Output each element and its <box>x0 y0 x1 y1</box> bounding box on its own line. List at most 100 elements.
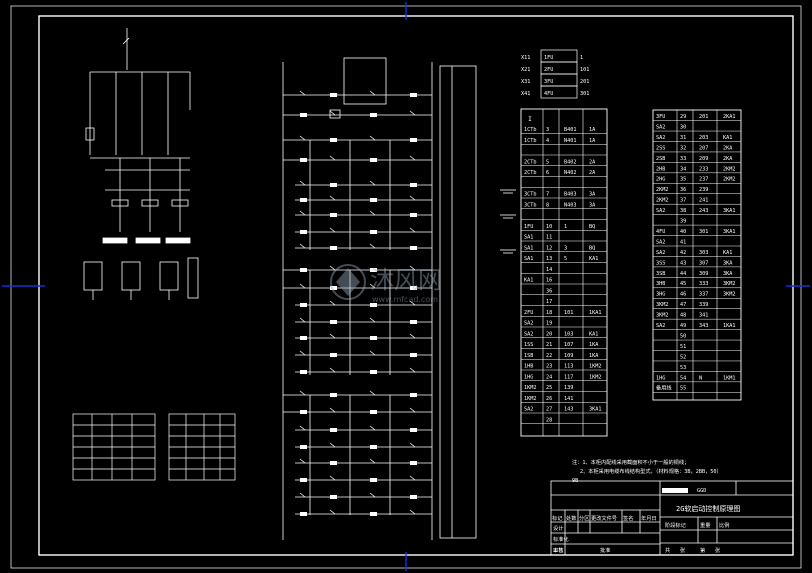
terminal-cell: 40 <box>680 229 686 235</box>
contact-mark <box>299 243 306 249</box>
terminal-cell: 13 <box>546 256 552 262</box>
contact-mark <box>299 458 306 464</box>
terminal-cell: 233 <box>699 166 708 172</box>
terminal-cell: 303 <box>699 250 708 256</box>
terminal-cell: 1A <box>589 138 596 144</box>
equipment-list-table-2 <box>168 413 236 481</box>
contact-mark <box>409 509 416 515</box>
terminal-cell: 1KA1 <box>723 323 736 329</box>
terminal-cell: 6 <box>546 170 549 176</box>
terminal-cell: 47 <box>680 302 686 308</box>
terminal-cell: 3KM2 <box>656 313 669 319</box>
terminal-cell: 2SB <box>656 156 665 162</box>
terminal-cell: 101 <box>564 310 573 316</box>
terminal-cell: 21 <box>546 342 552 348</box>
title-block-label: 签名 <box>623 514 633 522</box>
terminal-cell: 341 <box>699 313 708 319</box>
coil-mark <box>300 410 307 414</box>
terminal-cell: 5 <box>564 256 567 262</box>
terminal-cell: 2A <box>589 170 596 176</box>
terminal-header-text: 1FU <box>544 55 553 61</box>
terminal-cell: 7 <box>546 192 549 198</box>
terminal-header-text: X31 <box>521 79 530 85</box>
contact-mark <box>369 492 376 498</box>
coil-mark <box>300 268 307 272</box>
title-block: GGD 2G软启动控制原理图 标记处数分区更改文件号签名年月日 设计标准化审核工… <box>550 480 794 556</box>
terminal-cell: SA2 <box>656 208 665 214</box>
contact-mark <box>329 155 336 161</box>
terminal-cell: 24 <box>546 374 552 380</box>
title-block-label: 分区 <box>579 514 589 522</box>
contact-mark <box>329 265 336 271</box>
contact-mark <box>329 407 336 413</box>
terminal-cell: 2KM2 <box>723 166 736 172</box>
terminal-cell: SA2 <box>656 239 665 245</box>
contact-mark <box>299 135 306 141</box>
terminal-cell: 207 <box>699 145 708 151</box>
coil-mark <box>300 230 307 234</box>
terminal-cell: 2CTb <box>524 170 537 176</box>
contact-mark <box>369 458 376 464</box>
terminal-cell: 1KM1 <box>723 375 736 381</box>
coil-mark <box>410 461 417 465</box>
terminal-header-text: 4FU <box>544 91 553 97</box>
terminal-cell: 54 <box>680 375 686 381</box>
terminal-cell: 3HB <box>656 281 665 287</box>
terminal-cell: 3KM2 <box>723 292 736 298</box>
title-block-label: 比例 <box>719 521 729 529</box>
terminal-cell: SA2 <box>524 407 533 413</box>
contact-mark <box>409 442 416 448</box>
terminal-cell: 23 <box>546 364 552 370</box>
contact-mark <box>299 425 306 431</box>
title-block-label: 更改文件号 <box>591 514 617 522</box>
terminal-cell: 3KA1 <box>723 229 736 235</box>
coil-mark <box>330 93 337 97</box>
coil-mark <box>370 512 377 516</box>
terminal-cell: 309 <box>699 271 708 277</box>
watermark-brand: 沐风网 <box>370 266 442 294</box>
terminal-cell: 203 <box>699 135 708 141</box>
terminal-cell: 339 <box>699 302 708 308</box>
terminal-cell: 3KM2 <box>656 302 669 308</box>
title-block-label: 共 <box>665 546 670 554</box>
terminal-cell: SA2 <box>524 331 533 337</box>
title-block-label: 张 <box>680 546 686 554</box>
coil-mark <box>330 495 337 499</box>
terminal-cell: N403 <box>564 202 577 208</box>
terminal-cell: 243 <box>699 208 708 214</box>
coil-mark <box>300 478 307 482</box>
note-line-2: 2、本柜采用电缆布线结构型式，（材料规格：3B，2BB，50） <box>580 467 722 475</box>
terminal-cell: 29 <box>680 114 686 120</box>
coil-mark <box>370 158 377 162</box>
terminal-header-text: 201 <box>580 79 589 85</box>
terminal-cell: 2SS <box>656 145 665 151</box>
terminal-cell: 43 <box>680 260 686 266</box>
coil-mark <box>370 113 377 117</box>
contact-mark <box>369 283 376 289</box>
terminal-cell: 343 <box>699 323 708 329</box>
terminal-cell: B402 <box>564 159 577 165</box>
coil-mark <box>300 113 307 117</box>
contact-mark <box>329 110 336 116</box>
coil-mark <box>410 320 417 324</box>
coil-mark <box>370 478 377 482</box>
terminal-cell: 2KA <box>723 156 733 162</box>
terminal-cell: 333 <box>699 281 708 287</box>
terminal-cell: KA1 <box>723 135 732 141</box>
terminal-cell: 1HG <box>524 374 533 380</box>
terminal-cell: 3KM2 <box>723 281 736 287</box>
title-block-label: 重量 <box>700 521 710 529</box>
terminal-cell: 1CTb <box>524 127 537 133</box>
main-circuit-diagram <box>83 28 199 300</box>
terminal-cell: 5 <box>546 159 549 165</box>
contact-mark <box>299 90 306 96</box>
terminal-cell: 3A <box>589 192 596 198</box>
title-block-label: 设计 <box>553 524 563 532</box>
terminal-cell: 3SB <box>656 271 665 277</box>
title-block-label: 批准 <box>600 546 610 554</box>
title-block-label: 处数 <box>566 514 577 522</box>
terminal-cell: 2KM2 <box>656 187 669 193</box>
